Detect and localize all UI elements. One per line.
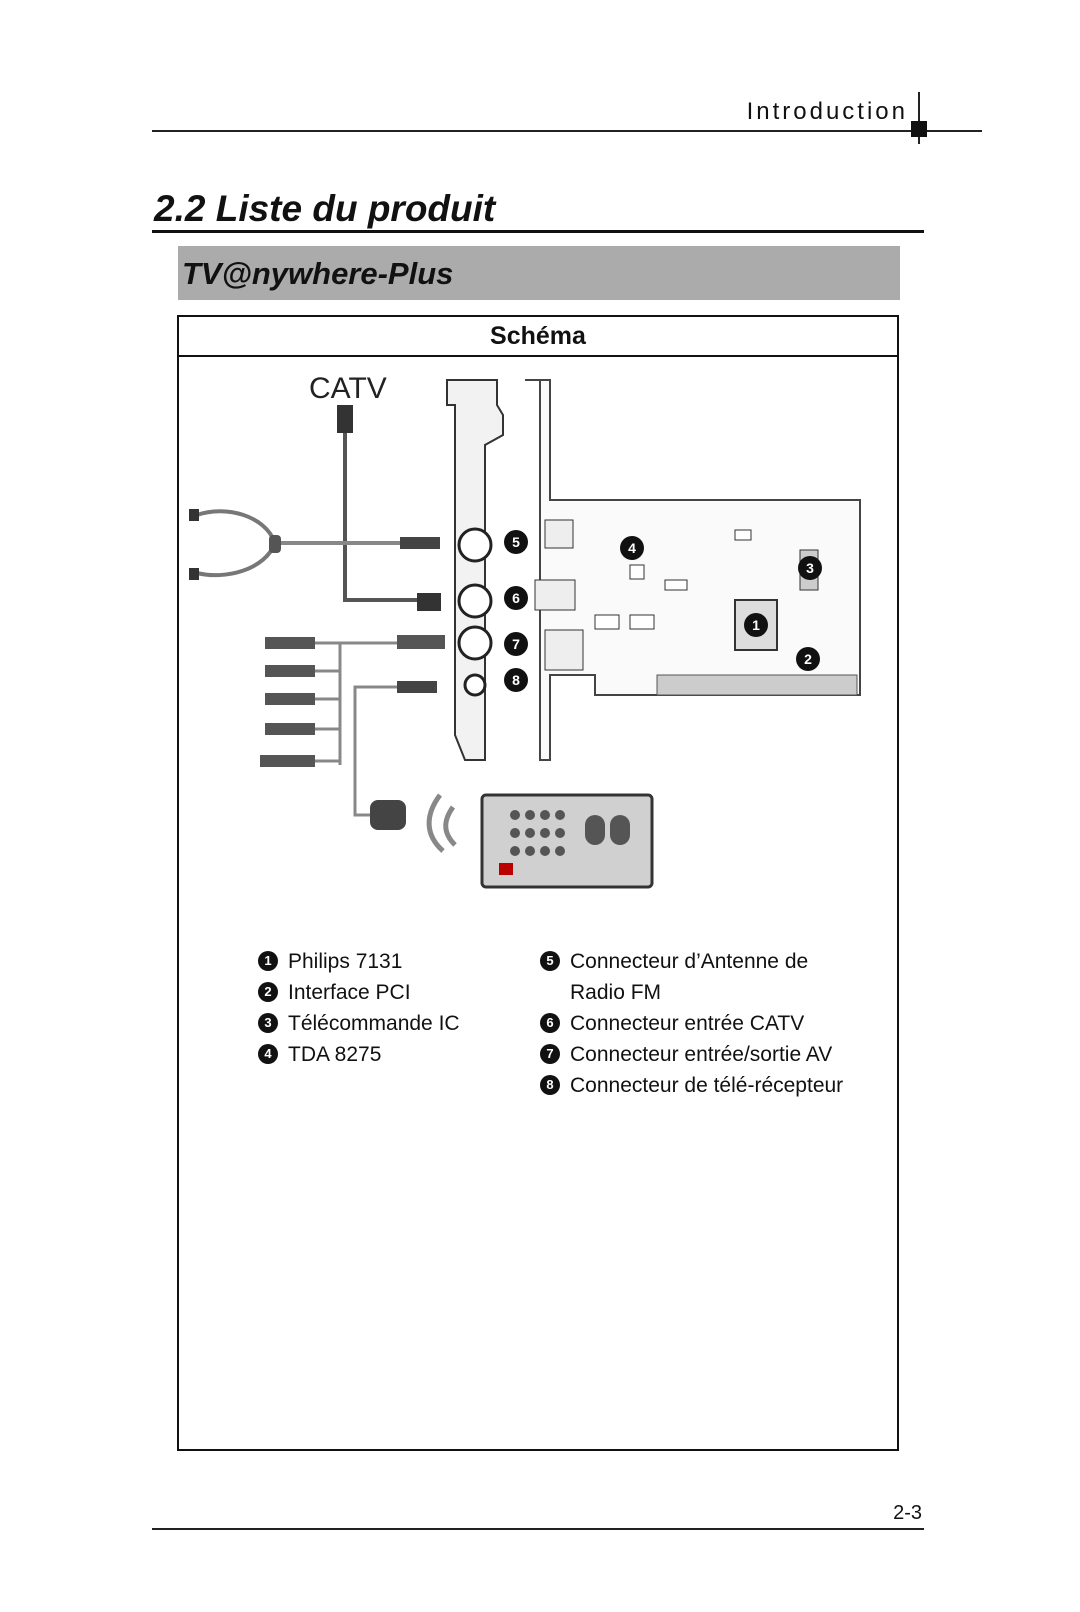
page-title: 2.2 Liste du produit [154, 188, 496, 229]
remote-control [480, 793, 654, 889]
av-breakout-connectors [260, 637, 315, 767]
number-badge: 8 [540, 1075, 560, 1095]
legend-label: TDA 8275 [288, 1043, 382, 1066]
page-number: 2-3 [893, 1502, 922, 1524]
ir-receiver [370, 800, 406, 830]
svg-text:2: 2 [804, 651, 812, 667]
number-badge: 5 [540, 951, 560, 971]
number-badge: 2 [258, 982, 278, 1002]
number-badge: 4 [258, 1044, 278, 1064]
footer-rule [152, 1528, 924, 1530]
ir-waves [426, 793, 457, 853]
svg-text:8: 8 [512, 672, 520, 688]
pci-bracket [446, 379, 504, 761]
av-plug [397, 635, 445, 649]
svg-text:3: 3 [806, 560, 814, 576]
number-badge: 7 [540, 1044, 560, 1064]
catv-plug [337, 405, 353, 433]
product-banner: TV@nywhere-Plus [178, 246, 900, 300]
number-badge: 3 [258, 1013, 278, 1033]
legend-label-continuation: Radio FM [570, 981, 662, 1004]
audio-plug [397, 681, 437, 693]
header-section-title: Introduction [746, 98, 908, 125]
catv-label: CATV [309, 375, 387, 405]
pci-edge-connector [656, 674, 858, 696]
product-name: TV@nywhere-Plus [182, 256, 454, 291]
diagram-badges: 1 2 3 4 5 6 7 8 [504, 530, 822, 692]
legend-label: Connecteur entrée CATV [570, 1012, 805, 1035]
svg-text:1: 1 [752, 617, 760, 633]
header-marker-line [918, 92, 920, 144]
legend-label: Connecteur entrée/sortie AV [570, 1043, 833, 1066]
fm-antenna [196, 509, 278, 578]
legend-label: Télécommande IC [288, 1012, 460, 1035]
title-rule [152, 230, 924, 233]
header-marker-square [911, 121, 927, 137]
header-rule [152, 130, 982, 132]
schema-heading: Schéma [179, 317, 897, 357]
catv-connector-plug [417, 593, 441, 611]
svg-text:5: 5 [512, 534, 520, 550]
pci-card [525, 379, 861, 761]
legend-label: Philips 7131 [288, 950, 403, 973]
svg-text:7: 7 [512, 636, 520, 652]
number-badge: 1 [258, 951, 278, 971]
catv-cable [343, 433, 425, 602]
svg-text:4: 4 [628, 540, 636, 556]
legend-label: Interface PCI [288, 981, 411, 1004]
legend-label: Connecteur de télé-récepteur [570, 1074, 844, 1097]
tv-card-diagram: CATV [189, 375, 861, 889]
schema-box: Schéma [177, 315, 899, 1451]
number-badge: 6 [540, 1013, 560, 1033]
legend-label: Connecteur d’Antenne de [570, 950, 809, 973]
fm-plug [400, 537, 440, 549]
remote-buttons [499, 810, 630, 875]
svg-text:6: 6 [512, 590, 520, 606]
